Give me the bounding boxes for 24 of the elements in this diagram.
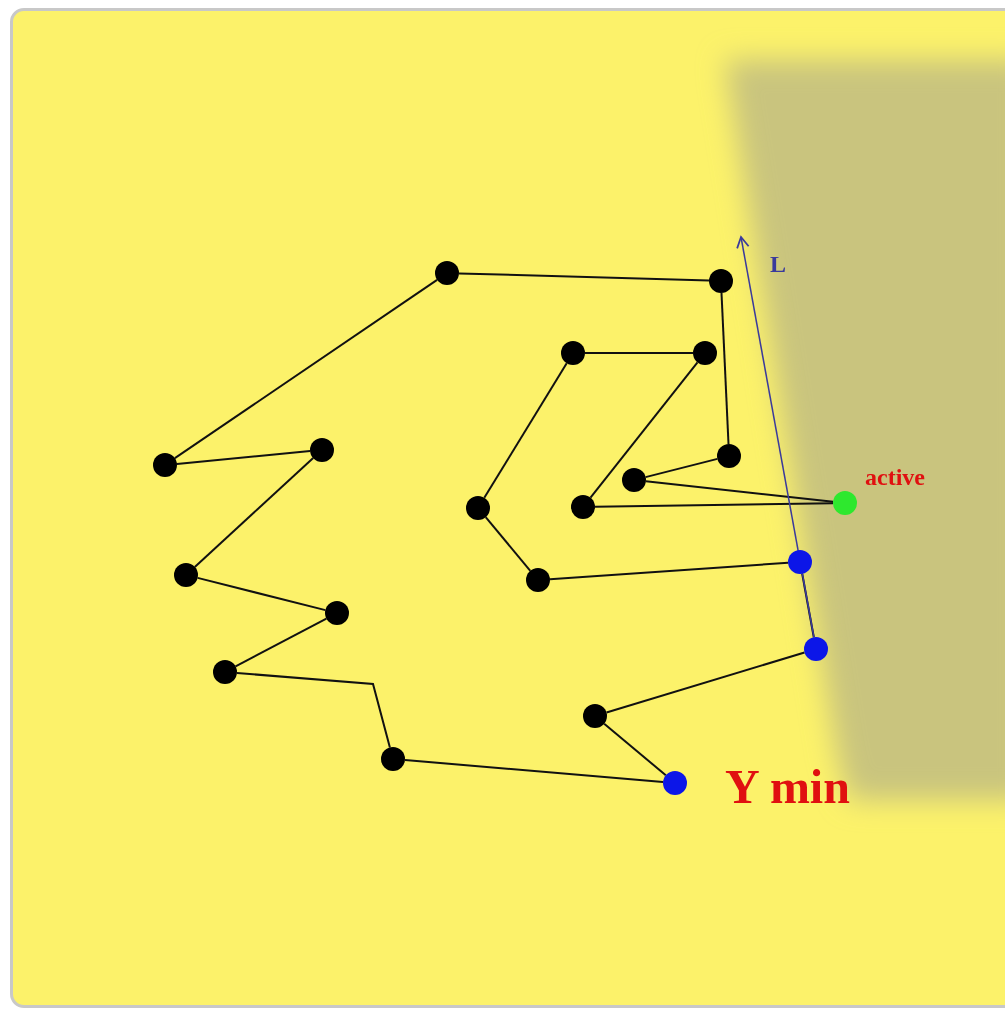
polygon-edge [594, 502, 834, 508]
polygon-edge [458, 272, 710, 282]
polygon-edge [484, 516, 532, 572]
point-label: Y min [725, 763, 850, 811]
polygon-edge [549, 561, 789, 581]
polygon-edge [720, 292, 730, 445]
polygon-edge [603, 722, 667, 777]
polygon-edge [193, 457, 315, 568]
polygon-edge [644, 480, 835, 503]
polygon-edge [605, 651, 806, 714]
polygon-edge [236, 672, 391, 749]
polygon-edge [801, 572, 815, 639]
point-label: active [865, 465, 925, 489]
polygon-edge [644, 457, 719, 479]
polygon-edge [173, 278, 439, 460]
polygon-edge [584, 352, 694, 354]
polygon-edge [404, 759, 664, 783]
polygon-edge [175, 450, 312, 465]
arrow [736, 236, 815, 638]
edge-label: L [770, 252, 786, 276]
polygon-edge [483, 362, 568, 499]
polygon-edge [589, 361, 699, 499]
polygon-edge [234, 617, 328, 668]
polygon-edge [196, 576, 327, 612]
